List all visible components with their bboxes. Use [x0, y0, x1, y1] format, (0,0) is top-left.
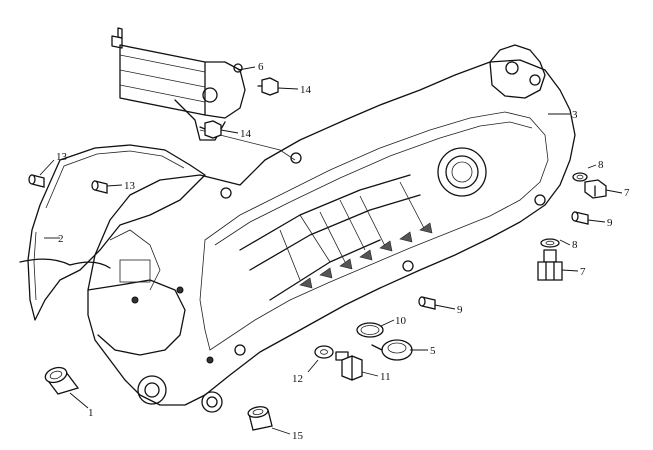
bushing-15 — [247, 406, 273, 431]
callout-14-upper: 14 — [300, 84, 312, 96]
callout-9-center: 9 — [457, 304, 463, 316]
callout-12: 12 — [292, 373, 303, 385]
callout-13-center: 13 — [124, 180, 136, 192]
callout-13-left: 13 — [56, 151, 68, 163]
drain-plug-7-upper — [584, 179, 607, 199]
callout-3: 3 — [572, 109, 578, 121]
callout-2: 2 — [58, 233, 64, 245]
o-ring-10 — [356, 322, 384, 338]
callout-labels: 1 2 3 5 6 7 7 8 8 9 9 10 11 12 13 13 14 … — [56, 61, 630, 442]
crankcase-housing — [87, 44, 576, 413]
callout-9-right: 9 — [607, 217, 613, 229]
callout-5: 5 — [430, 345, 436, 357]
callout-15: 15 — [292, 430, 304, 442]
washer-8-lower — [540, 238, 560, 248]
drain-plug-7-lower — [537, 249, 563, 281]
callout-7-upper: 7 — [624, 187, 630, 199]
dowel-13-center — [91, 180, 108, 194]
leader-lines — [39, 66, 623, 435]
dowel-9-center — [418, 296, 436, 310]
callout-6: 6 — [258, 61, 264, 73]
washer-12 — [314, 345, 334, 359]
callout-14-lower: 14 — [240, 128, 252, 140]
dowel-9-right — [571, 211, 589, 225]
bushing-1 — [44, 366, 80, 395]
callout-1: 1 — [88, 407, 94, 419]
callout-8-lower: 8 — [572, 239, 578, 251]
bolt-11 — [335, 351, 363, 381]
callout-10: 10 — [395, 315, 407, 327]
filler-cap-5 — [371, 339, 413, 361]
gasket — [19, 144, 206, 321]
bolt-14-lower — [199, 120, 222, 139]
callout-8-upper: 8 — [598, 159, 604, 171]
callout-7-lower: 7 — [580, 266, 586, 278]
washer-8-upper — [572, 172, 588, 182]
bolt-14-upper — [257, 77, 279, 96]
callout-11: 11 — [380, 371, 391, 383]
starter-motor — [111, 27, 296, 161]
dowel-13-left — [28, 174, 45, 188]
